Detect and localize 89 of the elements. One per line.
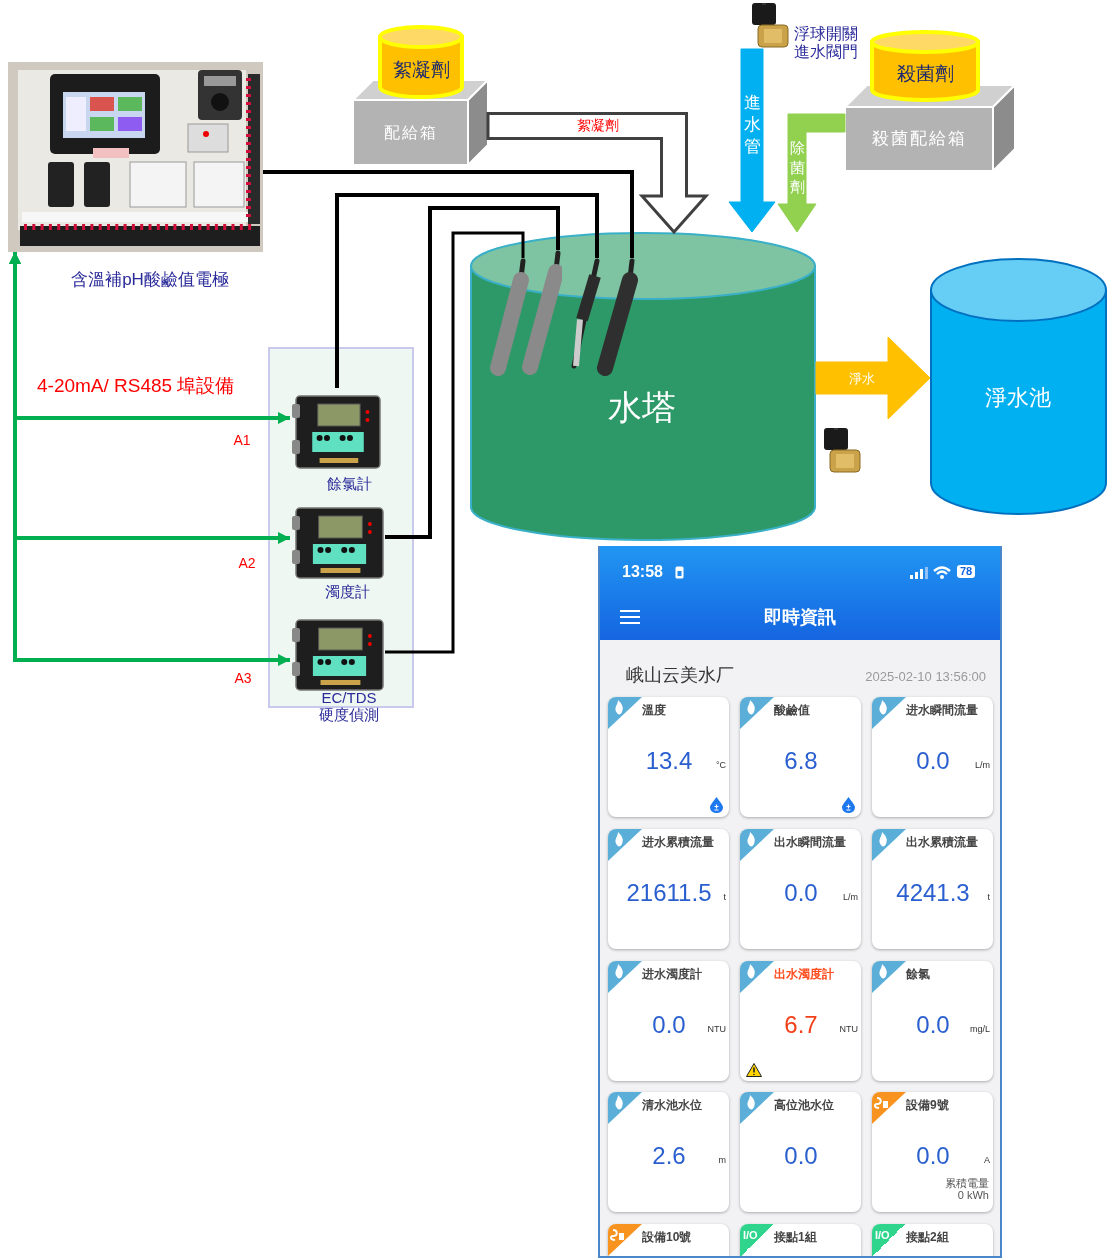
card-title: 溫度 bbox=[642, 704, 666, 718]
wire bbox=[263, 170, 634, 258]
card-unit: °C bbox=[715, 760, 726, 771]
io-badge: I/O bbox=[872, 1224, 906, 1256]
timestamp: 2025-02-10 13:56:00 bbox=[865, 670, 986, 685]
edge-label: A1 bbox=[233, 431, 251, 449]
card-title: 高位池水位 bbox=[774, 1099, 834, 1113]
data-card bbox=[608, 697, 729, 817]
battery-indicator: 78 bbox=[957, 565, 976, 578]
site-name: 峨山云美水厂 bbox=[626, 665, 734, 686]
card-value: 2.6 bbox=[652, 1142, 686, 1170]
card-title: 接點2組 bbox=[906, 1231, 949, 1245]
data-card bbox=[740, 1092, 861, 1212]
card-title: 接點1組 bbox=[774, 1231, 817, 1245]
wire bbox=[335, 193, 599, 388]
edge-label: 絮凝劑 bbox=[577, 117, 619, 135]
card-value: 0.0 bbox=[916, 1142, 950, 1170]
data-card bbox=[608, 1224, 729, 1256]
edge-label: A2 bbox=[238, 554, 256, 572]
card-value: 0.0 bbox=[784, 1142, 818, 1170]
header-title: 即時資訊 bbox=[764, 606, 836, 628]
card-value: 0.0 bbox=[916, 747, 950, 775]
meter-caption: EC/TDS 硬度偵測 bbox=[318, 689, 380, 724]
tank-label: 淨水池 bbox=[985, 385, 1051, 411]
data-card bbox=[608, 1092, 729, 1212]
edge-label: 進水管 bbox=[743, 91, 761, 159]
photo-caption: 含溫補pH酸鹼值電極 bbox=[71, 270, 229, 290]
card-unit: t bbox=[723, 892, 726, 903]
box-label: 配給箱 bbox=[383, 123, 438, 142]
card-unit: NTU bbox=[839, 1024, 858, 1035]
edge-label: A3 bbox=[234, 669, 252, 687]
data-card bbox=[872, 697, 993, 817]
card-title: 进水瞬間流量 bbox=[906, 704, 978, 718]
card-value: 6.7 bbox=[784, 1011, 818, 1039]
tank-label: 絮凝劑 bbox=[392, 59, 450, 81]
card-note: 累積電量 0 kWh bbox=[944, 1178, 989, 1202]
data-card bbox=[608, 829, 729, 949]
io-badge: I/O bbox=[740, 1224, 774, 1256]
card-unit: A bbox=[984, 1155, 990, 1166]
card-unit: t bbox=[987, 892, 990, 903]
meter-caption: 餘氯計 bbox=[326, 475, 372, 493]
card-title: 設備9號 bbox=[906, 1099, 949, 1113]
wire bbox=[385, 231, 525, 654]
wire bbox=[385, 206, 560, 539]
card-unit: NTU bbox=[707, 1024, 726, 1035]
meter-caption: 濁度計 bbox=[324, 583, 370, 601]
card-value: 4241.3 bbox=[896, 879, 970, 907]
card-value: 13.4 bbox=[645, 747, 693, 775]
data-card bbox=[740, 829, 861, 949]
status-time: 13:58 bbox=[622, 563, 663, 582]
data-card bbox=[872, 1092, 993, 1212]
data-card bbox=[740, 961, 861, 1081]
card-value: 21611.5 bbox=[626, 879, 712, 907]
signal-label: 4-20mA/ RS485 埠設備 bbox=[37, 375, 235, 397]
card-title: 餘氯 bbox=[906, 968, 930, 982]
data-card bbox=[872, 829, 993, 949]
card-title: 酸鹼值 bbox=[774, 704, 810, 718]
meter-panel bbox=[268, 347, 414, 708]
card-title: 进水累積流量 bbox=[642, 836, 714, 850]
card-title: 进水濁度計 bbox=[642, 968, 702, 982]
edge-label: 除菌劑 bbox=[789, 138, 805, 197]
card-title: 設備10號 bbox=[642, 1231, 692, 1245]
tank-label: 殺菌劑 bbox=[896, 63, 954, 85]
phone-screen bbox=[598, 546, 1002, 1258]
flow-arrow bbox=[486, 112, 710, 235]
card-value: 0.0 bbox=[784, 879, 818, 907]
card-title: 出水累積流量 bbox=[906, 836, 978, 850]
data-card bbox=[740, 697, 861, 817]
card-unit: L/m bbox=[975, 760, 990, 771]
card-value: 0.0 bbox=[652, 1011, 686, 1039]
card-title: 出水瞬間流量 bbox=[774, 836, 846, 850]
flow-arrow bbox=[728, 48, 776, 233]
card-value: 6.8 bbox=[784, 747, 818, 775]
card-title: 清水池水位 bbox=[642, 1099, 702, 1113]
card-title: 出水濁度計 bbox=[774, 968, 834, 982]
data-card bbox=[872, 961, 993, 1081]
card-unit: L/m bbox=[843, 892, 858, 903]
data-card bbox=[740, 1224, 861, 1256]
data-card bbox=[872, 1224, 993, 1256]
flow-arrow bbox=[777, 113, 846, 233]
card-unit: m bbox=[718, 1155, 726, 1166]
valve-caption: 浮球開關進水閥門 bbox=[794, 25, 859, 62]
tank-label: 水塔 bbox=[608, 388, 676, 428]
data-card bbox=[608, 961, 729, 1081]
box-label: 殺菌配給箱 bbox=[871, 129, 967, 149]
card-value: 0.0 bbox=[916, 1011, 950, 1039]
edge-label: 淨水 bbox=[849, 371, 875, 387]
flow-arrow bbox=[815, 336, 931, 420]
card-unit: mg/L bbox=[970, 1024, 990, 1035]
